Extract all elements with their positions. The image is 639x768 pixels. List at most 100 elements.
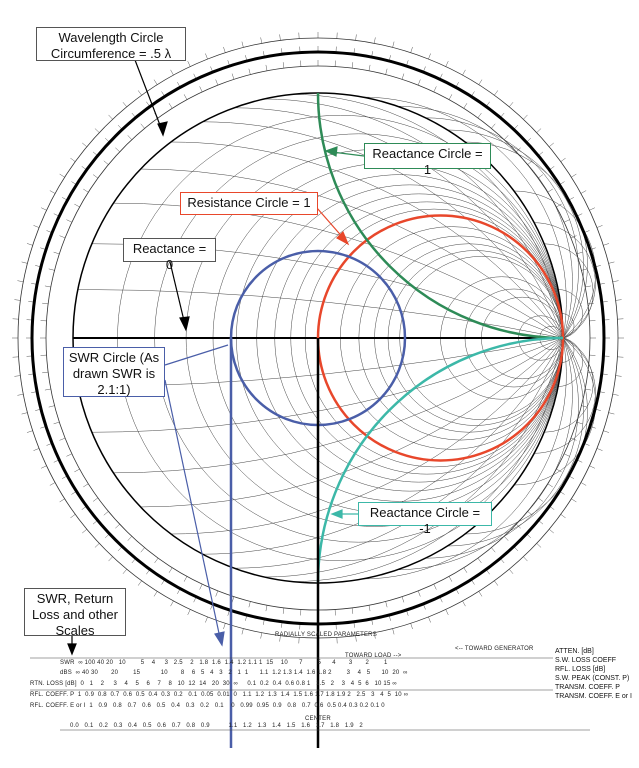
scale-tick	[108, 556, 113, 562]
scale-tick	[154, 557, 159, 564]
scale-tick	[74, 468, 80, 473]
reactance-grid-arc	[113, 337, 564, 474]
dbs-scale: dBS ∞ 40 30 20 15 10 8 6 5 4 3 2 1 1 1.1…	[60, 670, 408, 676]
scale-tick	[401, 596, 405, 603]
scale-tick	[140, 547, 145, 553]
scale-tick	[279, 34, 281, 41]
right-label-transm-p: TRANSM. COEFF. P	[555, 684, 620, 691]
scale-tick	[74, 203, 80, 208]
scale-tick	[428, 616, 431, 623]
scale-tick	[17, 393, 24, 396]
scale-tick	[433, 86, 437, 92]
scale-tick	[33, 225, 40, 228]
scale-tick	[580, 190, 587, 194]
scale-tick	[547, 188, 553, 193]
scale-tick	[556, 203, 562, 208]
scale-tick	[564, 453, 570, 457]
scale-tick	[478, 591, 483, 597]
reactance-grid-arc	[558, 337, 583, 387]
scale-tick	[548, 529, 554, 534]
scale-tick	[70, 514, 76, 519]
scale-tick	[215, 590, 219, 597]
scale-tick	[170, 69, 174, 76]
scale-tick	[183, 576, 188, 582]
reactance-grid-arc	[170, 337, 564, 535]
arrows	[67, 59, 190, 656]
scale-tick	[21, 261, 28, 264]
scale-tick	[536, 128, 542, 133]
scale-tick	[231, 73, 235, 80]
scale-tick	[537, 497, 544, 502]
scale-tick	[223, 623, 226, 630]
right-label-rfl-loss: RFL. LOSS [dB]	[555, 666, 606, 673]
scale-tick	[571, 173, 577, 178]
scale-tick	[608, 412, 615, 415]
scale-tick	[49, 482, 56, 486]
center-label: CENTER	[305, 716, 331, 722]
scale-tick	[355, 34, 357, 41]
scale-tick	[82, 529, 88, 534]
scale-tick	[223, 46, 226, 53]
scale-tick	[445, 61, 449, 67]
scale-tick	[205, 616, 208, 623]
scale-tick	[48, 268, 55, 271]
scale-tick	[589, 207, 595, 211]
swr-arrows	[164, 344, 229, 647]
right-label-atten: ATTEN. [dB]	[555, 648, 594, 655]
scale-tick	[560, 157, 566, 162]
reactance-neg-arrow	[330, 509, 358, 519]
scale-tick	[92, 497, 99, 502]
scale-tick	[392, 41, 395, 48]
scale-tick	[494, 580, 499, 586]
scale-tick	[241, 41, 244, 48]
scale-tick	[368, 605, 371, 612]
scale-tick	[48, 405, 55, 408]
scale-tick	[581, 405, 588, 408]
scale-tick	[547, 483, 553, 488]
scale-tick	[260, 632, 263, 639]
swr-callout: SWR Circle (As drawn SWR is 2.1:1)	[63, 347, 165, 397]
scale-tick	[373, 37, 376, 44]
scale-tick	[103, 160, 109, 165]
reactance-grid-arc	[447, 129, 584, 339]
right-label-sw-loss: S.W. LOSS COEFF	[555, 657, 617, 664]
scale-tick	[44, 388, 51, 391]
scale-tick	[570, 235, 577, 239]
scale-tick	[596, 448, 603, 451]
scale-tick	[608, 261, 615, 264]
scale-tick	[140, 123, 145, 129]
scale-tick	[282, 607, 285, 614]
scale-tick	[115, 524, 120, 529]
reactance-grid-arc	[425, 337, 579, 559]
scale-tick	[153, 591, 158, 597]
reactance-pos-arrow	[324, 146, 365, 157]
scale-tick	[41, 465, 47, 469]
scale-tick	[26, 243, 33, 246]
scale-tick	[265, 64, 268, 71]
scale-tick	[59, 437, 66, 441]
scale-tick	[122, 568, 127, 574]
resistance-arrow	[316, 207, 350, 246]
scale-tick	[385, 68, 388, 75]
scale-tick	[585, 388, 592, 391]
scale-tick	[462, 69, 466, 76]
scale-tick	[428, 53, 431, 60]
scale-tick	[587, 302, 594, 305]
scale-tick	[53, 421, 60, 425]
scale-tick	[603, 430, 610, 433]
scale-tick	[537, 174, 544, 179]
scale-tick	[170, 600, 174, 607]
scale-tick	[548, 142, 554, 147]
scale-tick	[494, 90, 499, 96]
scale-tick	[153, 79, 158, 85]
scale-tick	[417, 79, 421, 86]
scale-tick	[59, 498, 65, 503]
right-label-sw-peak: S.W. PEAK (CONST. P)	[555, 675, 630, 682]
scale-tick	[615, 375, 622, 377]
scale-tick	[127, 536, 132, 541]
scales-callout: SWR, Return Loss and other Scales	[24, 588, 126, 638]
scale-tick	[59, 235, 66, 239]
right-scale-labels: ATTEN. [dB] S.W. LOSS COEFF RFL. LOSS [d…	[553, 646, 635, 702]
scale-tick	[580, 482, 587, 486]
scale-tick	[570, 437, 577, 441]
